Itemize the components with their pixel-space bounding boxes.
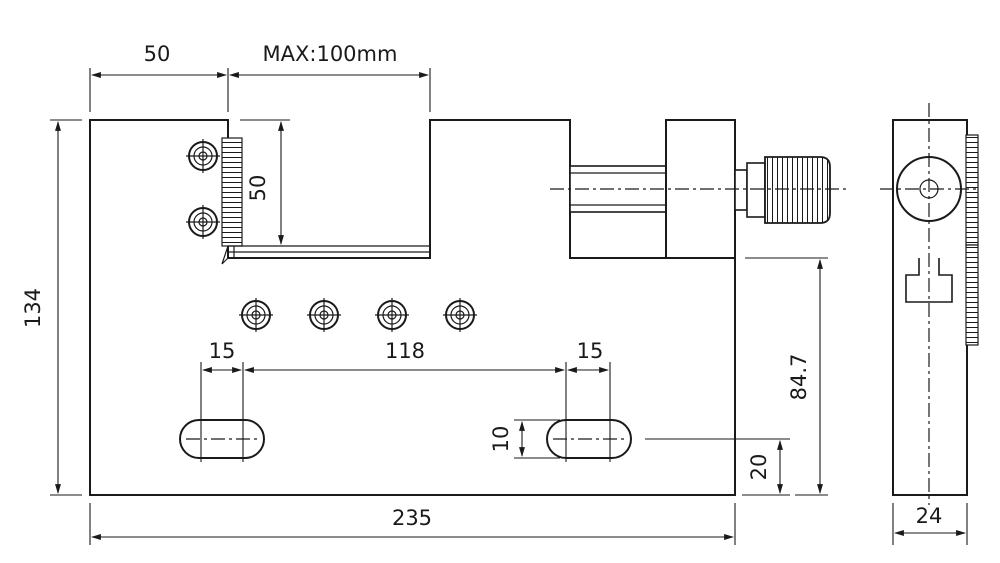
jaw-plate-line bbox=[221, 245, 430, 265]
front-view bbox=[89, 119, 848, 496]
dim-jaw-width: 50 bbox=[144, 42, 171, 66]
dim-slot-width-right: 15 bbox=[577, 339, 604, 363]
knurled-knob bbox=[734, 156, 831, 224]
side-view bbox=[880, 103, 980, 505]
mounting-hole bbox=[186, 205, 220, 239]
dim-side-width: 24 bbox=[916, 504, 943, 528]
mounting-hole bbox=[375, 298, 409, 332]
dim-jaw-height: 50 bbox=[246, 175, 270, 202]
dim-max-opening: MAX:100mm bbox=[263, 42, 398, 66]
mounting-hole bbox=[239, 298, 273, 332]
dim-body-height: 84.7 bbox=[787, 354, 811, 401]
side-scale-upper bbox=[965, 134, 979, 246]
dim-slot-spacing: 118 bbox=[385, 339, 425, 363]
dim-total-height: 134 bbox=[21, 288, 45, 328]
mounting-hole bbox=[186, 139, 220, 173]
dim-total-length: 235 bbox=[392, 506, 432, 530]
side-scale-lower bbox=[965, 244, 979, 346]
mounting-hole bbox=[307, 298, 341, 332]
dim-slot-height: 10 bbox=[489, 426, 513, 453]
mounting-hole bbox=[443, 298, 477, 332]
dim-slot-width-left: 15 bbox=[209, 339, 236, 363]
dim-slot-offset: 20 bbox=[747, 454, 771, 481]
mounting-slot-left bbox=[179, 419, 265, 459]
dimension-lines bbox=[50, 68, 968, 545]
mounting-slot-right bbox=[546, 419, 632, 459]
jaw-scale-strip bbox=[221, 137, 243, 247]
